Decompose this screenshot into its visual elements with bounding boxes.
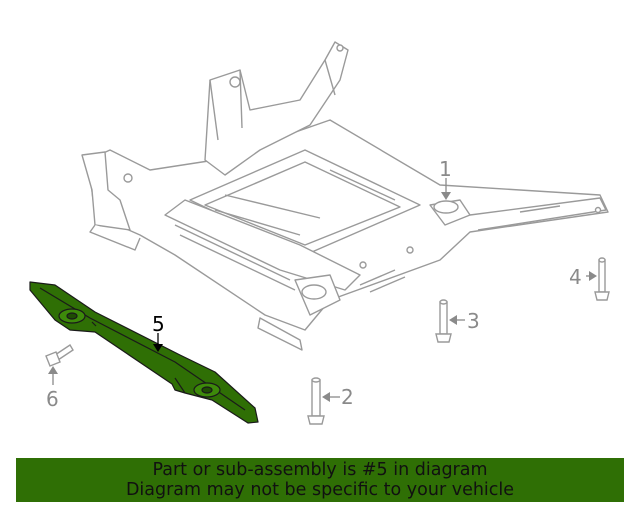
banner-line-1: Part or sub-assembly is #5 in diagram <box>152 460 488 480</box>
info-banner: Part or sub-assembly is #5 in diagram Di… <box>16 458 624 502</box>
bolt-3-drawing <box>435 299 452 343</box>
banner-line-2: Diagram may not be specific to your vehi… <box>125 480 515 500</box>
parts-diagram: 1 2 3 4 5 6 <box>29 41 610 425</box>
callout-2[interactable]: 2 <box>341 385 354 409</box>
subframe-drawing <box>81 41 609 351</box>
callout-6[interactable]: 6 <box>46 387 59 411</box>
bolt-6-drawing <box>45 344 74 367</box>
leader-line-5 <box>153 333 163 352</box>
bolt-4-drawing <box>594 257 610 301</box>
callout-5[interactable]: 5 <box>152 312 165 336</box>
leader-lines <box>48 178 597 402</box>
callout-1[interactable]: 1 <box>439 157 452 181</box>
callout-3[interactable]: 3 <box>467 309 480 333</box>
callout-4[interactable]: 4 <box>569 265 582 289</box>
bolt-2-drawing <box>307 377 325 425</box>
part-5-crossmember[interactable] <box>29 281 259 424</box>
